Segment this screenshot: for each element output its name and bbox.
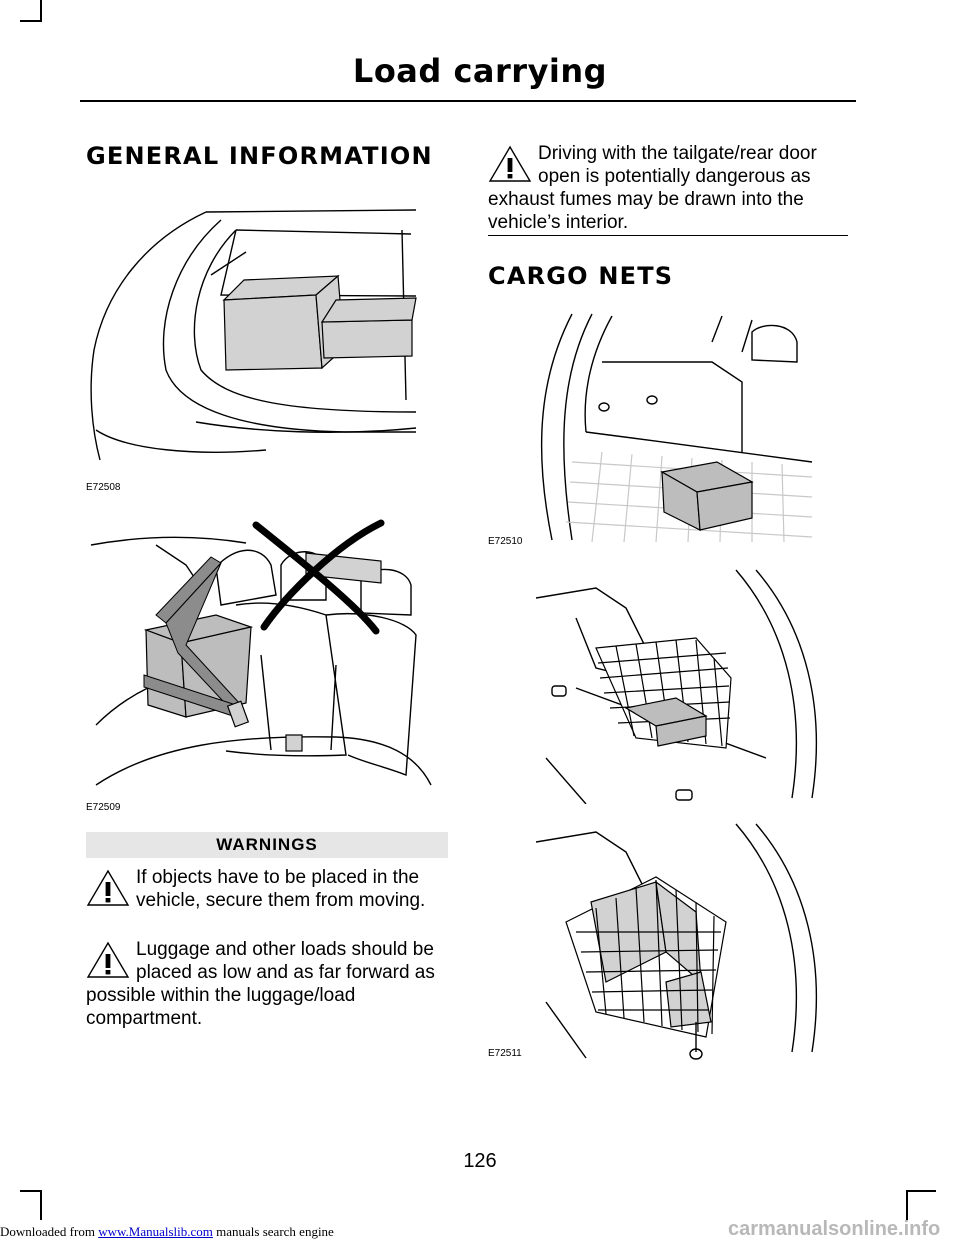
- crop-mark: [40, 1190, 42, 1220]
- crop-mark: [40, 0, 42, 22]
- figure-rear-seat-box-crossed: [90, 519, 432, 786]
- warning-luggage-placement: Luggage and other loads should be placed…: [86, 938, 452, 1030]
- figure-cargo-side-net: [536, 569, 818, 804]
- page-number: 126: [463, 1150, 497, 1172]
- crop-mark: [906, 1190, 936, 1192]
- section-divider: [488, 235, 848, 236]
- footer: Downloaded from www.Manualslib.com manua…: [0, 1212, 960, 1242]
- warning-tailgate-open: Driving with the tailgate/rear door open…: [488, 142, 848, 234]
- watermark: carmanualsonline.info: [728, 1218, 941, 1240]
- figure-label-e72510: E72510: [488, 536, 523, 547]
- crop-mark: [20, 1190, 42, 1192]
- manualslib-link[interactable]: www.Manualslib.com: [98, 1224, 213, 1239]
- header-divider: [80, 100, 856, 102]
- figure-boot-boxes: [90, 209, 417, 461]
- crop-mark: [906, 1190, 908, 1220]
- crop-mark: [20, 20, 42, 22]
- warning-text: Luggage and other loads should be placed…: [86, 939, 435, 1029]
- figure-label-e72511: E72511: [488, 1048, 522, 1059]
- footer-suffix: manuals search engine: [212, 1224, 334, 1239]
- footer-source: Downloaded from www.Manualslib.com manua…: [0, 1224, 334, 1240]
- figure-cargo-side-net-loaded: [536, 823, 818, 1060]
- figure-cargo-floor-net: [540, 313, 813, 542]
- warning-text: If objects have to be placed in the vehi…: [136, 867, 426, 911]
- warning-triangle-icon: [86, 941, 130, 978]
- figure-label-e72508: E72508: [86, 482, 121, 493]
- page-title: Load carrying: [352, 52, 608, 90]
- figure-label-e72509: E72509: [86, 802, 121, 813]
- warning-triangle-icon: [488, 145, 532, 182]
- warning-secure-objects: If objects have to be placed in the vehi…: [86, 866, 448, 912]
- footer-prefix: Downloaded from: [0, 1224, 99, 1239]
- section-heading-general-information: GENERAL INFORMATION: [86, 142, 433, 170]
- warnings-title: WARNINGS: [86, 832, 448, 858]
- warning-text: Driving with the tailgate/rear door open…: [488, 143, 817, 233]
- section-heading-cargo-nets: CARGO NETS: [488, 262, 674, 290]
- warning-triangle-icon: [86, 869, 130, 906]
